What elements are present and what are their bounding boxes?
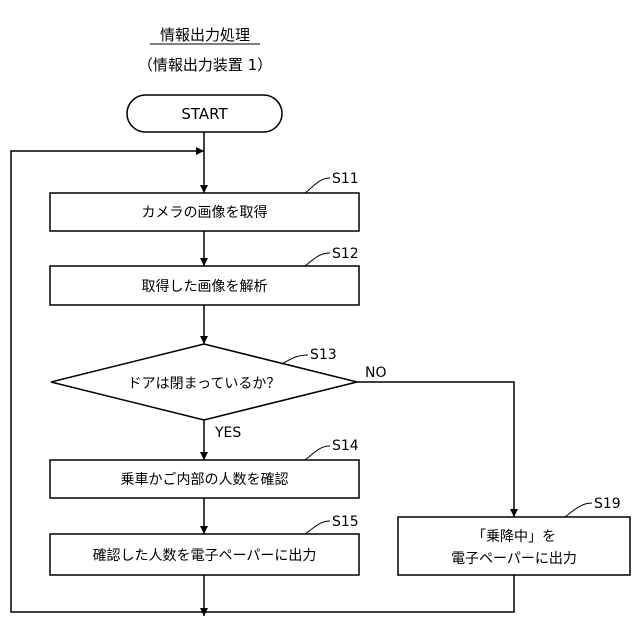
step-s19-id: S19 [594, 496, 621, 512]
step-s15-id: S15 [332, 514, 359, 530]
step-s12-id: S12 [332, 246, 359, 262]
step-s14-leader [305, 446, 330, 460]
arrow-no-to-s19 [357, 382, 514, 517]
step-s15-label: 確認した人数を電子ペーパーに出力 [93, 548, 317, 564]
step-s14-label: 乗車かご内部の人数を確認 [121, 471, 289, 488]
decision-s13-label: ドアは閉まっているか？ [128, 376, 281, 392]
step-s11-label: カメラの画像を取得 [142, 204, 268, 221]
start-label: START [181, 105, 228, 123]
step-s14-id: S14 [332, 438, 359, 454]
branch-no-label: NO [365, 365, 387, 381]
line-s19-return [204, 575, 514, 612]
diagram-subtitle: （情報出力装置 1） [138, 56, 272, 74]
diagram-title: 情報出力処理 [160, 26, 250, 44]
step-s19-line2: 電子ペーパーに出力 [451, 551, 577, 567]
decision-s13-id: S13 [310, 347, 337, 363]
decision-s13-leader [282, 355, 308, 364]
step-s12-leader [305, 253, 330, 266]
step-s12-label: 取得した画像を解析 [142, 278, 268, 295]
step-s11-id: S11 [332, 171, 359, 187]
branch-yes-label: YES [214, 425, 241, 441]
step-s15-leader [305, 521, 330, 534]
step-s19-line1: 「乗降中」を [472, 529, 556, 545]
step-s19-leader [565, 503, 592, 517]
step-s11-leader [305, 178, 330, 193]
